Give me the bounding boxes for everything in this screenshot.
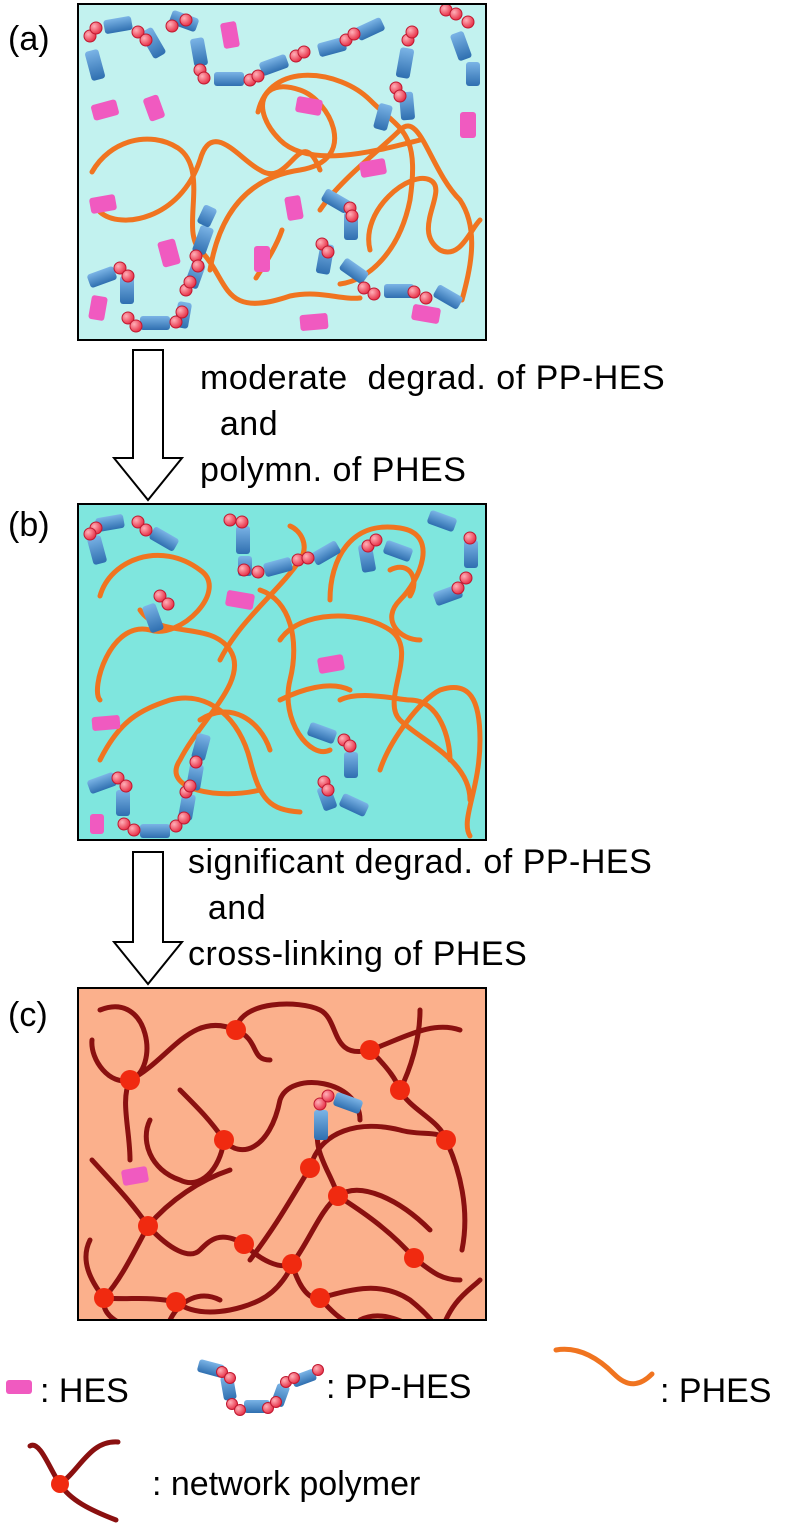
panel-c-hes: [121, 1166, 149, 1186]
panel-a-content: [83, 4, 483, 333]
panel-label-a: (a): [8, 20, 50, 58]
legend-network-label: : network polymer: [152, 1465, 421, 1503]
panel-c-network-nodes: [94, 1020, 456, 1312]
legend-phes-icon: [553, 1346, 655, 1387]
legend-hes-icon: [6, 1380, 32, 1394]
step2-line1: significant degrad. of PP-HES: [188, 843, 653, 881]
legend-hes-label: : HES: [40, 1372, 129, 1410]
legend-pp-hes-icon: [197, 1359, 324, 1416]
panel-label-b: (b): [8, 506, 50, 544]
panel-c-content: [83, 1001, 483, 1320]
panel-a-hes: [88, 21, 476, 331]
legend-phes-label: : PHES: [660, 1372, 772, 1410]
panel-b-pp-hes: [83, 510, 478, 838]
panel-c-pp-hes: [313, 1089, 363, 1140]
arrow-a-to-b: [111, 349, 185, 502]
step1-line2: and: [200, 405, 279, 443]
step1-line1: moderate degrad. of PP-HES: [200, 359, 666, 397]
panel-b-content: [83, 510, 483, 839]
legend-network-icon: [27, 1439, 121, 1523]
panel-b-phes-chains: [94, 523, 483, 839]
panel-label-c: (c): [8, 996, 48, 1034]
step1-line3: polymn. of PHES: [200, 451, 467, 489]
step2-line3: cross-linking of PHES: [188, 935, 528, 973]
panel-a-pp-hes: [83, 4, 480, 333]
arrow-b-to-c: [111, 851, 185, 986]
step2-line2: and: [188, 889, 267, 927]
legend-pp-hes-label: : PP-HES: [326, 1368, 472, 1406]
panel-b-hes: [90, 590, 345, 834]
panel-c-box: [77, 987, 487, 1321]
